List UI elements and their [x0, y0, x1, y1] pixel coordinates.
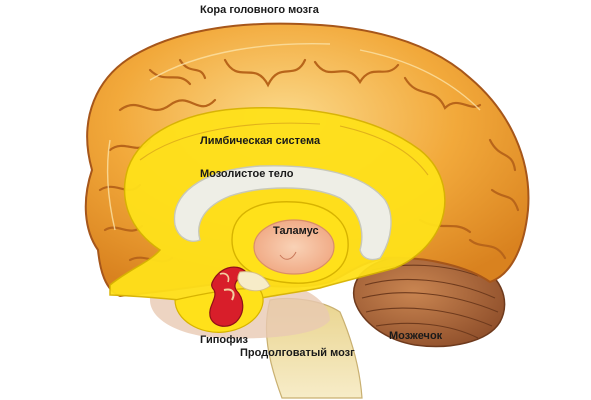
hypothalamus-shape: [237, 271, 271, 292]
label-thalamus: Таламус: [273, 225, 319, 237]
label-limbic-system: Лимбическая система: [200, 135, 321, 147]
label-cerebellum: Мозжечок: [389, 330, 443, 342]
label-pituitary: Гипофиз: [200, 334, 248, 346]
label-corpus-callosum: Мозолистое тело: [200, 168, 294, 180]
thalamus-shape: [253, 219, 335, 275]
cortex-folds: [98, 58, 520, 263]
label-medulla: Продолговатый мозг: [240, 347, 355, 359]
corpus-callosum-shape: [173, 165, 392, 261]
label-cortex: Кора головного мозга: [200, 4, 319, 16]
